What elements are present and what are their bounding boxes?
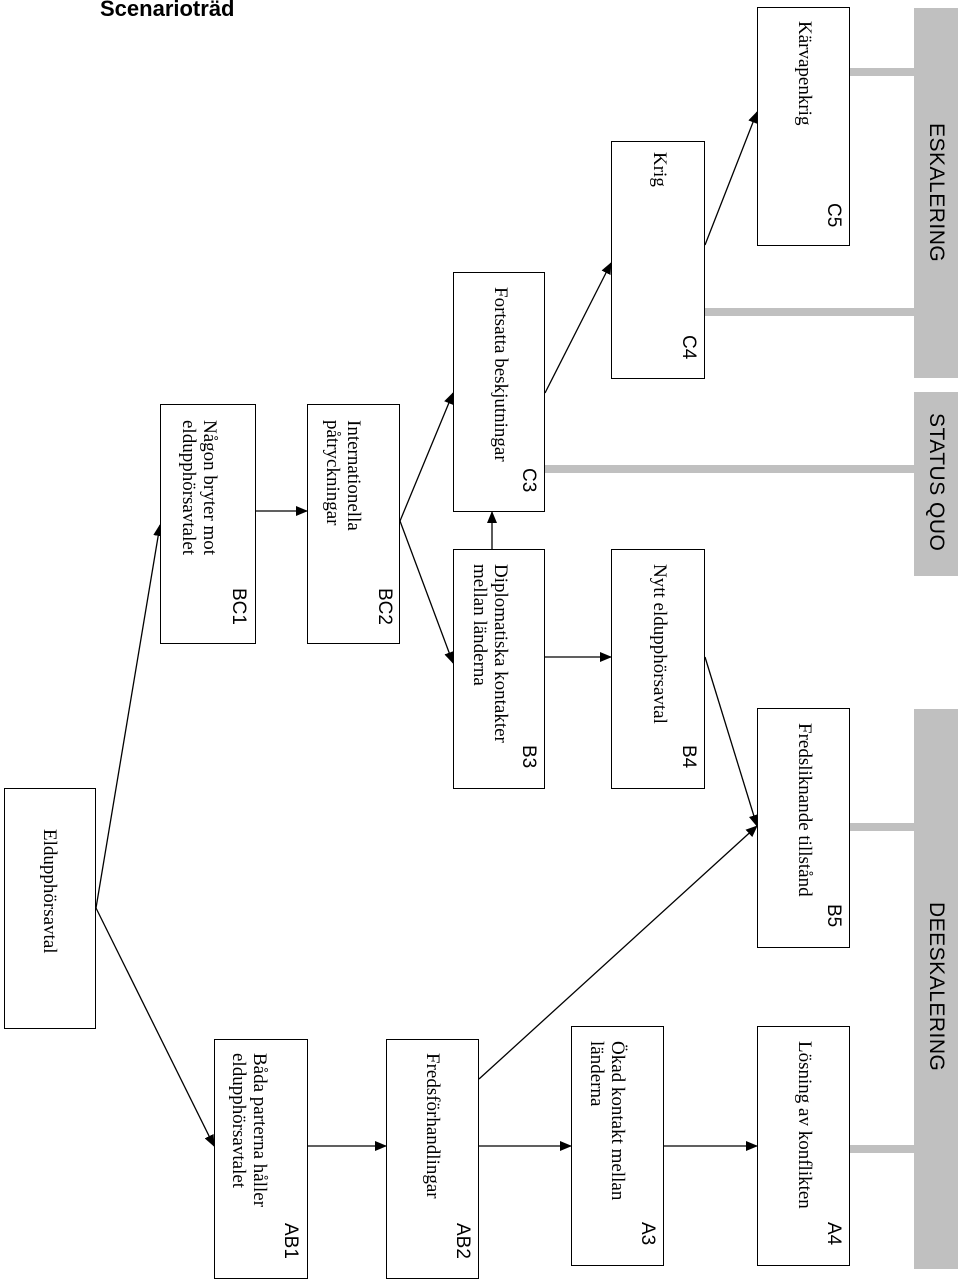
node-a3-line1: Ökad kontakt mellan	[607, 1041, 628, 1201]
node-b3-line1: Diplomatiska kontakter	[490, 564, 511, 743]
node-b5-line1: Fredsliknande tillstånd	[794, 723, 815, 897]
tick-b5	[850, 823, 914, 831]
node-b3-id: B3	[518, 745, 539, 769]
node-bc1-line1: Någon bryter mot	[199, 420, 220, 556]
node-ab1: AB1 Båda parterna håller eldupphörsavtal…	[214, 1039, 308, 1279]
arrow-root-ab1	[95, 907, 215, 1147]
band-deeskalering	[914, 709, 958, 1269]
node-c3-id: C3	[518, 468, 539, 493]
node-b5-id: B5	[823, 904, 844, 928]
arrow-ab2-b5	[478, 825, 758, 1080]
tick-a4	[850, 1145, 914, 1153]
tick-c4	[705, 308, 914, 316]
node-c4-line1: Krig	[649, 152, 670, 187]
arrow-c3-c4	[544, 262, 612, 394]
node-bc1-id: BC1	[228, 588, 249, 625]
node-bc2-line2: påtryckningar	[322, 420, 343, 526]
arrow-root-bc1	[95, 524, 164, 909]
node-root-text: Eldupphörsavtal	[39, 829, 60, 954]
node-bc1: BC1 Någon bryter mot eldupphörsavtalet	[160, 404, 256, 644]
node-b4-id: B4	[678, 745, 699, 769]
node-ab2-id: AB2	[452, 1223, 473, 1259]
node-bc2: BC2 Internationella påtryckningar	[307, 404, 400, 644]
node-a4-id: A4	[823, 1222, 844, 1246]
node-ab2-line1: Fredsförhandlingar	[422, 1053, 443, 1199]
node-c5-id: C5	[823, 203, 844, 228]
node-c3: C3 Fortsatta beskjutningar	[453, 272, 545, 512]
node-b4: B4 Nytt eldupphörsavtal	[611, 549, 705, 789]
node-b3: B3 Diplomatiska kontakter mellan ländern…	[453, 549, 545, 789]
node-b4-line1: Nytt eldupphörsavtal	[649, 564, 670, 724]
tick-c3	[545, 465, 914, 473]
node-c3-line1: Fortsatta beskjutningar	[490, 287, 511, 462]
node-ab1-id: AB1	[280, 1223, 301, 1259]
node-b3-line2: mellan länderna	[469, 564, 490, 686]
node-a4-line1: Lösning av konflikten	[794, 1041, 815, 1209]
arrow-bc2-b3	[399, 520, 454, 664]
page-title: Scenarioträd	[100, 0, 235, 21]
band-status-quo	[914, 392, 958, 576]
node-c5-line1: Kärvapenkrig	[794, 21, 815, 126]
node-b5: B5 Fredsliknande tillstånd	[757, 708, 850, 948]
node-a3-line2: länderna	[586, 1041, 607, 1107]
node-bc1-line2: eldupphörsavtalet	[178, 420, 199, 556]
node-bc2-line1: Internationella	[343, 420, 364, 531]
node-c4-id: C4	[678, 335, 699, 360]
node-c5: C5 Kärvapenkrig	[757, 7, 850, 246]
band-eskalering	[914, 8, 958, 378]
node-a4: A4 Lösning av konflikten	[757, 1026, 850, 1266]
node-ab1-line1: Båda parterna håller	[249, 1053, 270, 1208]
arrow-c4-c5	[704, 111, 758, 246]
node-c4: C4 Krig	[611, 141, 705, 379]
arrow-b4-b5	[704, 656, 759, 827]
arrow-bc2-c3	[399, 392, 454, 522]
node-a3-id: A3	[637, 1222, 658, 1246]
node-ab1-line2: eldupphörsavtalet	[228, 1053, 249, 1189]
tick-c5	[850, 68, 914, 76]
node-ab2: AB2 Fredsförhandlingar	[386, 1039, 479, 1279]
node-bc2-id: BC2	[374, 588, 395, 625]
node-a3: A3 Ökad kontakt mellan länderna	[571, 1026, 664, 1266]
node-root: Eldupphörsavtal	[4, 788, 96, 1029]
